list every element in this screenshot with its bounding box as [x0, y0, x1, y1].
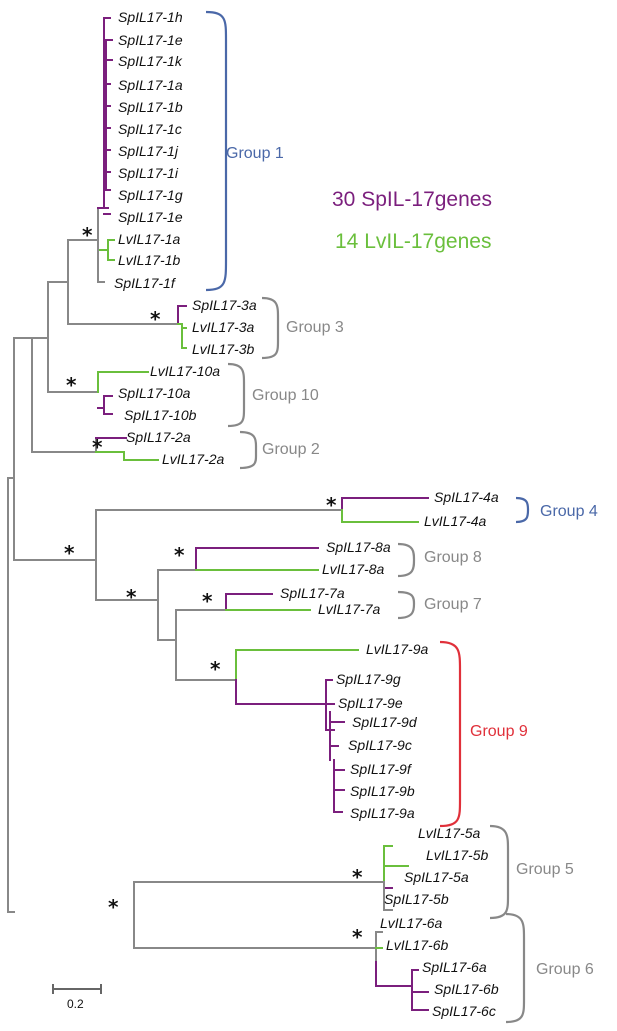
legend-lv-count: 14 LvIL-17genes [335, 230, 491, 253]
leaf-label: SpIL17-9d [352, 714, 418, 730]
leaf-label: SpIL17-1i [118, 165, 179, 181]
group-bracket [489, 824, 510, 920]
group-label: Group 4 [540, 503, 598, 520]
leaf-label: SpIL17-5a [404, 869, 469, 885]
leaf-label: LvIL17-1b [118, 252, 180, 268]
group-bracket [515, 496, 530, 524]
leaf-label: LvIL17-1a [118, 231, 180, 247]
group-label: Group 6 [536, 961, 594, 978]
bootstrap-star: * [126, 585, 137, 609]
leaf-label: LvIL17-3b [192, 341, 254, 357]
leaf-label: SpIL17-3a [192, 297, 257, 313]
leaf-label: SpIL17-1e [118, 209, 183, 225]
group-labels: Group 1 Group 3 Group 10 Group 2 Group 4 Grou… [226, 145, 598, 978]
scale-bar: 0.2 [52, 984, 102, 1011]
leaf-label: LvIL17-7a [318, 601, 380, 617]
group-bracket [439, 640, 462, 828]
leaf-label: SpIL17-6b [434, 981, 499, 997]
tree-branches [7, 17, 429, 1011]
group-brackets [205, 10, 530, 1024]
group-label: Group 3 [286, 319, 344, 336]
group-label: Group 9 [470, 723, 528, 740]
bootstrap-star: * [174, 543, 185, 567]
legend-sp-count: 30 SpIL-17genes [332, 188, 492, 211]
leaf-label: SpIL17-2a [126, 429, 191, 445]
leaf-label: SpIL17-9f [350, 761, 413, 777]
leaf-label: SpIL17-1b [118, 99, 183, 115]
leaf-label: SpIL17-1j [118, 143, 179, 159]
leaf-label: SpIL17-8a [326, 539, 391, 555]
group-bracket [397, 542, 416, 578]
bootstrap-star: * [210, 657, 221, 681]
group-label: Group 1 [226, 145, 284, 162]
bootstrap-markers: * * * * * * * * * * * * * [64, 223, 363, 949]
bootstrap-star: * [352, 865, 363, 889]
leaf-label: SpIL17-7a [280, 585, 345, 601]
leaf-label: SpIL17-1a [118, 77, 183, 93]
leaf-label: SpIL17-6a [422, 959, 487, 975]
leaf-label: SpIL17-1g [118, 187, 183, 203]
bootstrap-star: * [82, 223, 93, 247]
leaf-label: SpIL17-9e [338, 695, 403, 711]
group-label: Group 2 [262, 441, 320, 458]
leaf-label: SpIL17-4a [434, 489, 499, 505]
group-label: Group 7 [424, 596, 482, 613]
group-label: Group 5 [516, 861, 574, 878]
leaf-label: LvIL17-5b [426, 847, 488, 863]
group-bracket [227, 362, 246, 428]
scale-bar-label: 0.2 [67, 997, 84, 1011]
leaf-label: SpIL17-1f [114, 275, 177, 291]
bootstrap-star: * [66, 373, 77, 397]
leaf-label: SpIL17-10a [118, 385, 191, 401]
leaf-label: LvIL17-9a [366, 641, 428, 657]
group-bracket [239, 430, 258, 470]
group-bracket [205, 10, 228, 292]
bootstrap-star: * [108, 895, 119, 919]
group-bracket [397, 590, 416, 620]
leaf-label: SpIL17-5b [384, 891, 449, 907]
group-label: Group 10 [252, 387, 319, 404]
leaf-label: LvIL17-3a [192, 319, 254, 335]
leaf-label: SpIL17-9g [336, 671, 401, 687]
bootstrap-star: * [326, 493, 337, 517]
leaf-label: SpIL17-9c [348, 737, 412, 753]
leaf-label: LvIL17-5a [418, 825, 480, 841]
leaf-label: SpIL17-1c [118, 121, 182, 137]
bootstrap-star: * [150, 307, 161, 331]
group-label: Group 8 [424, 549, 482, 566]
leaf-label: LvIL17-6b [386, 937, 448, 953]
leaf-label: SpIL17-1h [118, 9, 183, 25]
bootstrap-star: * [64, 541, 75, 565]
leaf-label: SpIL17-6c [432, 1003, 496, 1019]
leaf-label: LvIL17-6a [380, 915, 442, 931]
leaf-label: LvIL17-8a [322, 561, 384, 577]
leaf-label: SpIL17-9a [350, 805, 415, 821]
leaf-label: LvIL17-10a [150, 363, 220, 379]
leaf-label: LvIL17-2a [162, 451, 224, 467]
group-bracket [505, 912, 526, 1024]
bootstrap-star: * [352, 925, 363, 949]
leaf-label: SpIL17-1k [118, 53, 183, 69]
group-bracket [261, 296, 280, 360]
bootstrap-star: * [202, 589, 213, 613]
leaf-label: SpIL17-9b [350, 783, 415, 799]
leaf-label: SpIL17-10b [124, 407, 197, 423]
leaf-labels: SpIL17-1hSpIL17-1eSpIL17-1kSpIL17-1aSpIL… [114, 9, 499, 1019]
leaf-label: SpIL17-1e [118, 32, 183, 48]
bootstrap-star: * [92, 435, 103, 459]
leaf-label: LvIL17-4a [424, 513, 486, 529]
